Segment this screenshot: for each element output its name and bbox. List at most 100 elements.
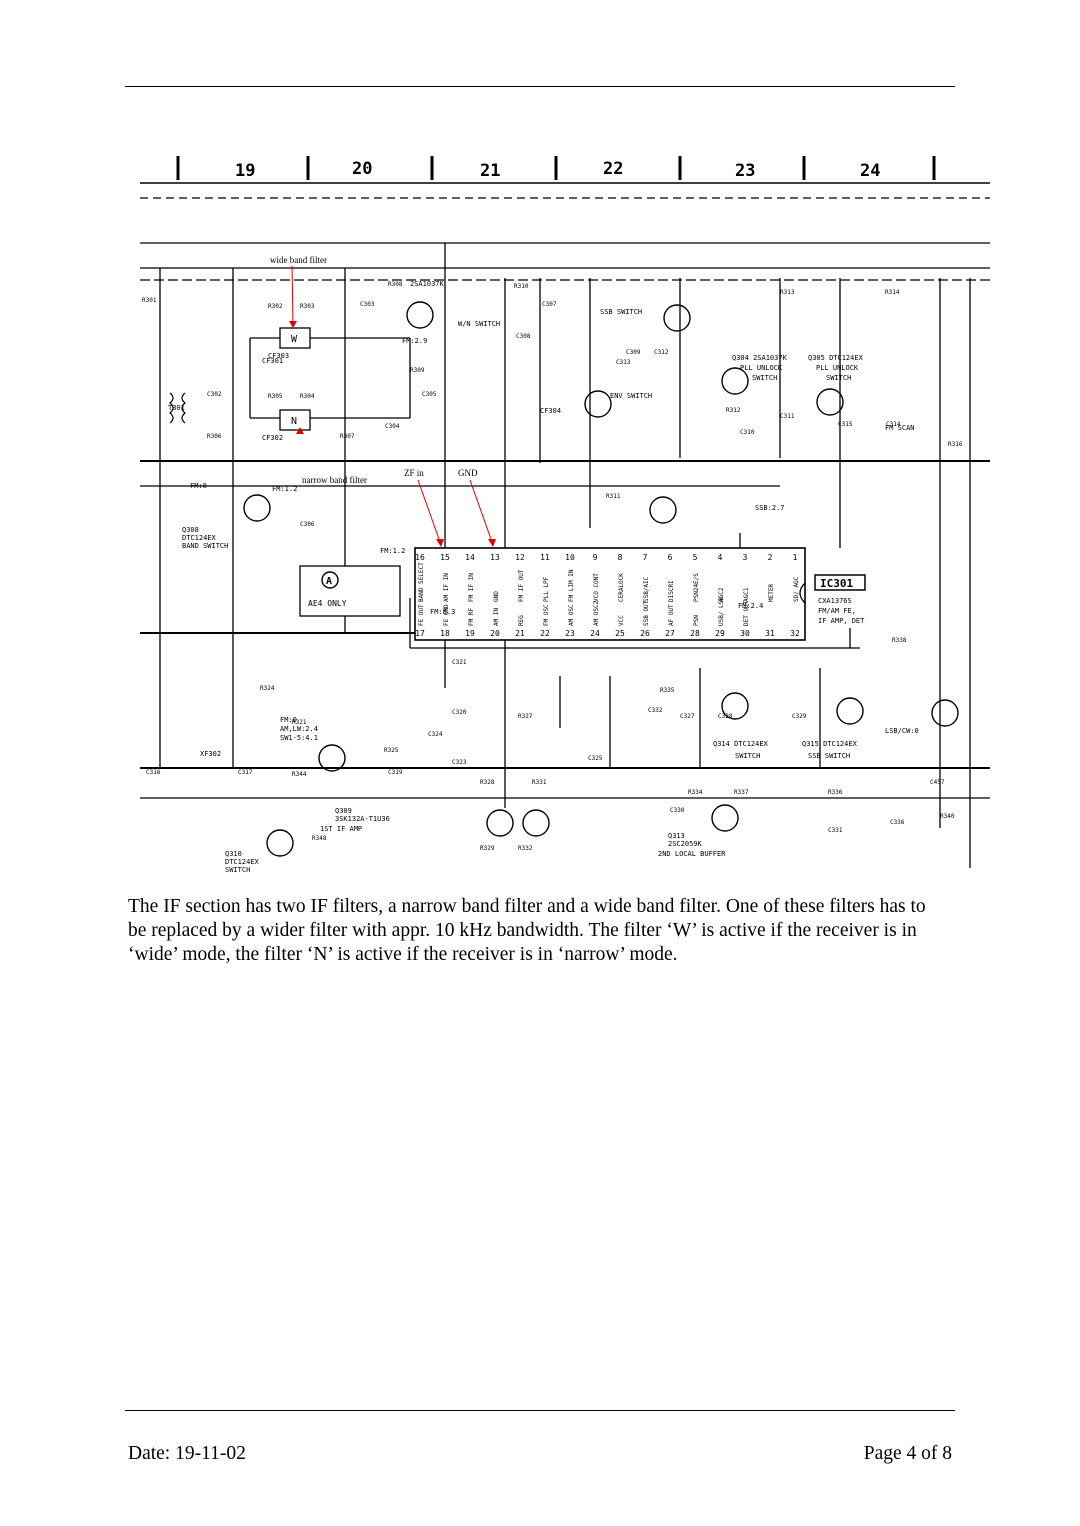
ic-pin-number: 20 xyxy=(490,629,500,638)
ic-pin-number: 2 xyxy=(768,553,773,562)
capacitor-label: C327 xyxy=(680,713,695,720)
ic-pin-number: 25 xyxy=(615,629,625,638)
ic-pin-number: 14 xyxy=(465,553,475,562)
component-label: FM:0 xyxy=(190,482,207,490)
component-label: SSB:2.7 xyxy=(755,504,785,512)
component-label: FM:1.2 xyxy=(272,485,297,493)
ic-pin-label: FM IF IN xyxy=(468,573,475,602)
ic-pin-label: AGC2 xyxy=(718,587,725,602)
narrow-filter-n: N xyxy=(279,409,311,431)
ic-pin-number: 5 xyxy=(693,553,698,562)
capacitor-label: C309 xyxy=(626,349,641,356)
ic-pin-label: AF OUT xyxy=(668,604,675,626)
component-label: FM:1.2 xyxy=(380,547,405,555)
section-label: 22 xyxy=(603,159,623,179)
component-label: Q304 2SA1037K xyxy=(732,354,788,362)
capacitor-label: C308 xyxy=(516,333,531,340)
capacitor-label: C302 xyxy=(207,391,222,398)
section-label: 21 xyxy=(480,161,500,181)
capacitor-label: C324 xyxy=(428,731,443,738)
red-annotations: wide band filter narrow band filter ZF i… xyxy=(270,255,496,547)
component-label: FM:2.9 xyxy=(402,337,427,345)
ic-pin-label: DET OUT xyxy=(743,600,750,626)
component-label: SWITCH xyxy=(735,752,760,760)
capacitor-label: C323 xyxy=(452,759,467,766)
component-label: FM SCAN xyxy=(885,424,915,432)
resistor-label: R305 xyxy=(268,393,283,400)
ic-pin-label: VCO CONT xyxy=(593,573,600,602)
ic-pin-number: 13 xyxy=(490,553,500,562)
ic-pin-label: FM RF xyxy=(468,608,475,626)
resistor-label: R307 xyxy=(340,433,355,440)
ic-pin-label: VCC xyxy=(618,615,625,626)
gnd-annotation: GND xyxy=(458,468,478,478)
ic-pin-number: 24 xyxy=(590,629,600,638)
ic-pin-label: CERALOCK xyxy=(618,573,625,602)
resistor-label: R302 xyxy=(268,303,283,310)
component-label: SWITCH xyxy=(752,374,777,382)
resistor-label: R329 xyxy=(480,845,495,852)
resistor-label: R313 xyxy=(780,289,795,296)
ic-pin-number: 17 xyxy=(415,629,425,638)
ic-pin-label: PLL LPF xyxy=(543,576,550,602)
section-label: 24 xyxy=(860,161,880,181)
footer-rule xyxy=(125,1410,955,1411)
ic-pin-number: 27 xyxy=(665,629,675,638)
ic-pin-number: 21 xyxy=(515,629,525,638)
component-label: PLL UNLOCK xyxy=(740,364,783,372)
capacitor-label: C310 xyxy=(740,429,755,436)
resistor-label: R314 xyxy=(885,289,900,296)
svg-text:IC301: IC301 xyxy=(820,577,853,590)
footer-page-number: Page 4 of 8 xyxy=(863,1443,952,1464)
capacitor-label: C336 xyxy=(890,819,905,826)
ic-pin-label: AM OSC xyxy=(568,604,575,626)
ic-pin-number: 31 xyxy=(765,629,775,638)
resistor-label: R309 xyxy=(410,367,425,374)
capacitor-label: C303 xyxy=(360,301,375,308)
component-label: Q315 DTC124EX xyxy=(802,740,858,748)
ic-pin-label: METER xyxy=(768,584,775,602)
component-label: CF304 xyxy=(540,407,561,415)
ic-pin-label: GND xyxy=(493,591,500,602)
component-label: PLL UNLOCK xyxy=(816,364,859,372)
capacitor-label: C329 xyxy=(792,713,807,720)
capacitor-label: C307 xyxy=(542,301,557,308)
capacitor-label: C316 xyxy=(146,769,161,776)
wide-filter-w: W xyxy=(279,327,311,349)
resistor-label: R338 xyxy=(892,637,907,644)
ic-pin-number: 26 xyxy=(640,629,650,638)
ic-pin-label: SSB OUT xyxy=(643,600,650,626)
component-label: Q313 xyxy=(668,832,685,840)
narrow-band-filter-annotation: narrow band filter xyxy=(302,475,367,485)
resistor-label: R303 xyxy=(300,303,315,310)
section-ruler xyxy=(140,156,990,199)
component-label: Q308 xyxy=(182,526,199,534)
component-label: SWITCH xyxy=(225,866,250,874)
capacitor-label: C313 xyxy=(616,359,631,366)
ic301-desc: IF AMP, DET xyxy=(818,617,865,625)
ic-pin-number: 3 xyxy=(743,553,748,562)
component-label: 2SC2059K xyxy=(668,840,703,848)
component-label: CF303 xyxy=(268,352,289,360)
resistor-label: R310 xyxy=(514,283,529,290)
resistor-label: R306 xyxy=(207,433,222,440)
ic-pin-number: 15 xyxy=(440,553,450,562)
resistor-label: R304 xyxy=(300,393,315,400)
ic-pin-label: USB/ LSB xyxy=(718,597,725,626)
resistor-label: R324 xyxy=(260,685,275,692)
component-label: AM,LW:2.4 xyxy=(280,725,318,733)
header-rule xyxy=(125,86,955,87)
ic-pin-number: 16 xyxy=(415,553,425,562)
ic-pin-number: 1 xyxy=(793,553,798,562)
capacitor-label: C320 xyxy=(452,709,467,716)
ic-pin-label: FM LIM IN xyxy=(568,569,575,602)
ae4-only-block: A AE4 ONLY xyxy=(299,565,401,617)
component-label: LSB/CW:0 xyxy=(885,727,919,735)
component-label: FM:0.3 xyxy=(430,608,455,616)
body-paragraph: The IF section has two IF filters, a nar… xyxy=(128,896,926,965)
resistor-label: R337 xyxy=(734,789,749,796)
svg-text:N: N xyxy=(291,416,297,427)
capacitor-label: C330 xyxy=(670,807,685,814)
transformer-t301 xyxy=(169,392,186,424)
component-label: 2SA1037K xyxy=(410,280,445,288)
